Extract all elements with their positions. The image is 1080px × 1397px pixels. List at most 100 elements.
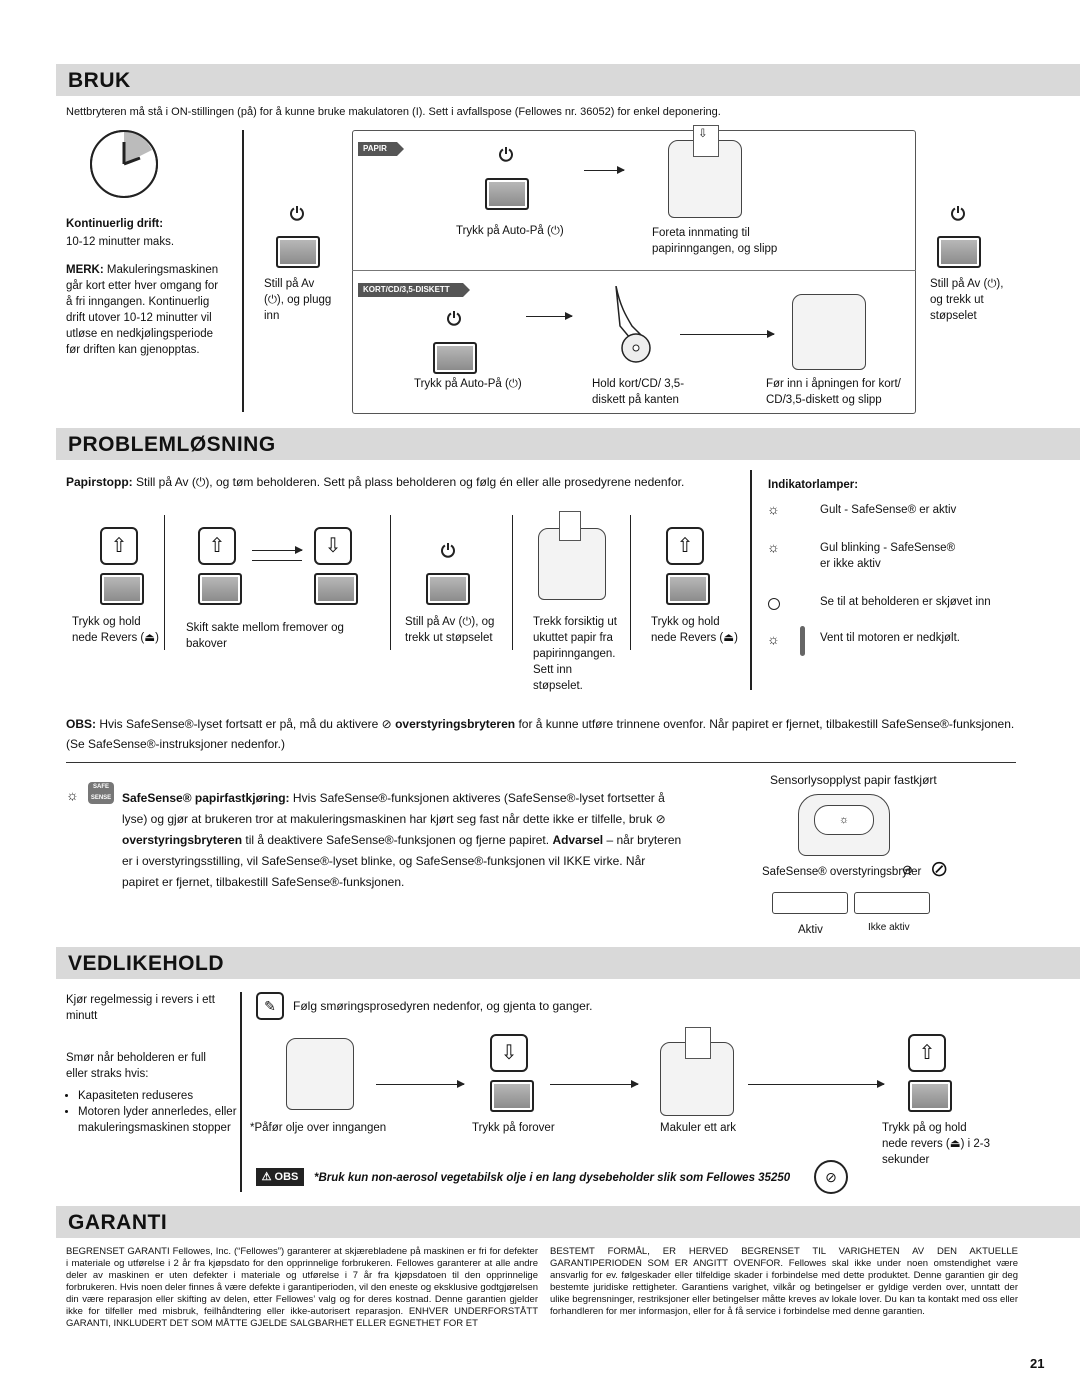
arrow-left-icon (252, 560, 302, 561)
sensor-caption: Sensorlysopplyst papir fastkjørt (770, 773, 937, 787)
paper-sheet-icon (693, 125, 719, 157)
note: MERK: Makuleringsmaskinen går kort etter… (66, 262, 226, 358)
switch-icon: ⊖ (902, 862, 913, 877)
divider (164, 515, 165, 650)
light-on-icon: ☼ (66, 787, 79, 803)
jam-line: Papirstopp: Still på Av (⏻), og tøm beho… (66, 474, 746, 490)
jam-text: Still på Av (⏻), og tøm beholderen. Sett… (136, 475, 685, 489)
reverse-icon: ⇧ (100, 527, 138, 565)
maint-step-1: *Påfør olje over inngangen (250, 1122, 387, 1134)
indicator-4: Vent til motoren er nedkjølt. (820, 632, 960, 644)
clock-icon (90, 130, 158, 198)
problem-step-1: Trykk og hold nede Revers (⏏) (72, 616, 159, 644)
section-header-problem: PROBLEMLØSNING (56, 428, 1080, 460)
jam-label: Papirstopp: (66, 475, 133, 489)
card-tag: KORT/CD/3,5-DISKETT (358, 283, 470, 297)
shredder-illustration (660, 1027, 734, 1116)
power-button[interactable] (276, 236, 320, 268)
safe-text-1: Hvis SafeSense®-funksjonen aktiveres (Sa… (122, 791, 665, 826)
problem-step-2: Skift sakte mellom fremover og bakover (186, 622, 344, 650)
paper-auto-label: Trykk på Auto-På (⏻) (456, 225, 564, 237)
safesense-paragraph: SafeSense® papirfastkjøring: Hvis SafeSe… (122, 788, 682, 893)
bullet: Motoren lyder annerledes, eller makuleri… (78, 1104, 248, 1136)
bruk-intro: Nettbryteren må stå i ON-stillingen (på)… (66, 106, 721, 118)
maint-step-4: Trykk på og hold nede revers (⏏) i 2-3 s… (882, 1122, 991, 1166)
divider (240, 992, 242, 1192)
forward-button[interactable] (314, 573, 358, 605)
shredder-top-illustration: ☼ (798, 794, 890, 856)
light-blinking-icon: ☼ (767, 539, 780, 555)
reverse-note: Kjør regelmessig i revers i ett minutt (66, 994, 215, 1022)
switch-active-illustration[interactable] (772, 892, 848, 914)
lube-bullets: Kapasiteten reduseres Motoren lyder anne… (66, 1088, 248, 1136)
paper-sheet-icon (685, 1027, 711, 1059)
arrow-right-icon (252, 546, 303, 554)
paper-tag: PAPIR (358, 142, 404, 156)
section-title: VEDLIKEHOLD (68, 952, 225, 975)
power-icon (290, 206, 304, 221)
safesense-badge-icon: SAFE SENSE (88, 782, 114, 804)
reverse-button[interactable] (100, 573, 144, 605)
indicator-1: Gult - SafeSense® er aktiv (820, 504, 957, 516)
shredder-illustration (538, 511, 606, 600)
step-off-label: Still på Av (⏻), og plugg inn (264, 278, 332, 322)
reverse-button[interactable] (198, 573, 242, 605)
arrow-down-icon: ⇩ (698, 128, 708, 140)
warranty-column-2: BESTEMT FORMÅL, ER HERVED BEGRENSET TIL … (550, 1246, 1018, 1317)
light-on-icon: ☼ (767, 501, 780, 517)
indicator-title: Indikatorlamper: (768, 479, 859, 491)
problem-step-5: Trykk og hold nede Revers (⏏) (651, 616, 738, 644)
obs-text-2: for å kunne utføre trinnene ovenfor. Når… (66, 717, 1015, 751)
note-text: Makuleringsmaskinen går kort etter hver … (66, 264, 219, 356)
obs-label: OBS: (66, 717, 96, 731)
obs-bold: overstyringsbryteren (395, 717, 516, 731)
safe-bold: overstyringsbryteren (122, 833, 243, 847)
light-on-icon: ☼ (767, 631, 780, 647)
light-off-icon (768, 598, 780, 610)
obs-paragraph: OBS: Hvis SafeSense®-lyset fortsatt er p… (66, 714, 1026, 754)
power-button[interactable] (937, 236, 981, 268)
reverse-button[interactable] (908, 1080, 952, 1112)
arrow-right-icon (526, 312, 573, 320)
forward-button[interactable] (490, 1080, 534, 1112)
warranty-column-1: BEGRENSET GARANTI Fellowes, Inc. (“Fello… (66, 1246, 538, 1329)
reverse-icon: ⇧ (908, 1034, 946, 1072)
oil-note: *Bruk kun non-aerosol vegetabilsk olje i… (314, 1172, 791, 1184)
arrow-right-icon (376, 1080, 465, 1088)
power-icon (441, 543, 455, 558)
switch-caption: SafeSense® overstyringsbryter (762, 866, 922, 878)
divider (242, 130, 244, 412)
reverse-icon: ⇧ (198, 527, 236, 565)
paper-feed-label: Foreta innmating til papirinngangen, og … (652, 227, 778, 255)
divider (750, 470, 752, 690)
hand-cd-icon (615, 286, 651, 363)
power-button[interactable] (426, 573, 470, 605)
divider (630, 515, 631, 650)
auto-on-button[interactable] (433, 342, 477, 374)
card-auto-label: Trykk på Auto-På (⏻) (414, 378, 522, 390)
switch-active-label: Aktiv (798, 924, 823, 936)
power-icon (499, 147, 513, 162)
section-title: PROBLEMLØSNING (68, 433, 276, 456)
step-end-label: Still på Av (⏻), og trekk ut støpselet (930, 278, 1004, 322)
reverse-icon: ⇧ (666, 527, 704, 565)
arrow-right-icon (584, 166, 625, 174)
switch-inactive-illustration[interactable] (854, 892, 930, 914)
maint-step-2: Trykk på forover (472, 1122, 555, 1134)
indicator-3: Se til at beholderen er skjøvet inn (820, 596, 991, 608)
arrow-right-icon (680, 330, 775, 338)
thermometer-icon (800, 626, 805, 656)
sensor-light-icon: ☼ (814, 805, 874, 835)
section-title: GARANTI (68, 1211, 168, 1234)
reverse-button[interactable] (666, 573, 710, 605)
no-override-icon: ⊘ (930, 856, 949, 881)
switch-inactive-label: Ikke aktiv (868, 922, 910, 933)
auto-on-button[interactable] (485, 178, 529, 210)
feed-instructions-box (352, 130, 916, 414)
override-icon: ⊘ (655, 812, 666, 826)
section-header-bruk: BRUK (56, 64, 1080, 96)
note-label: MERK: (66, 264, 104, 276)
maint-step-3: Makuler ett ark (660, 1122, 737, 1134)
divider (390, 515, 391, 650)
safe-warn: Advarsel (552, 833, 604, 847)
